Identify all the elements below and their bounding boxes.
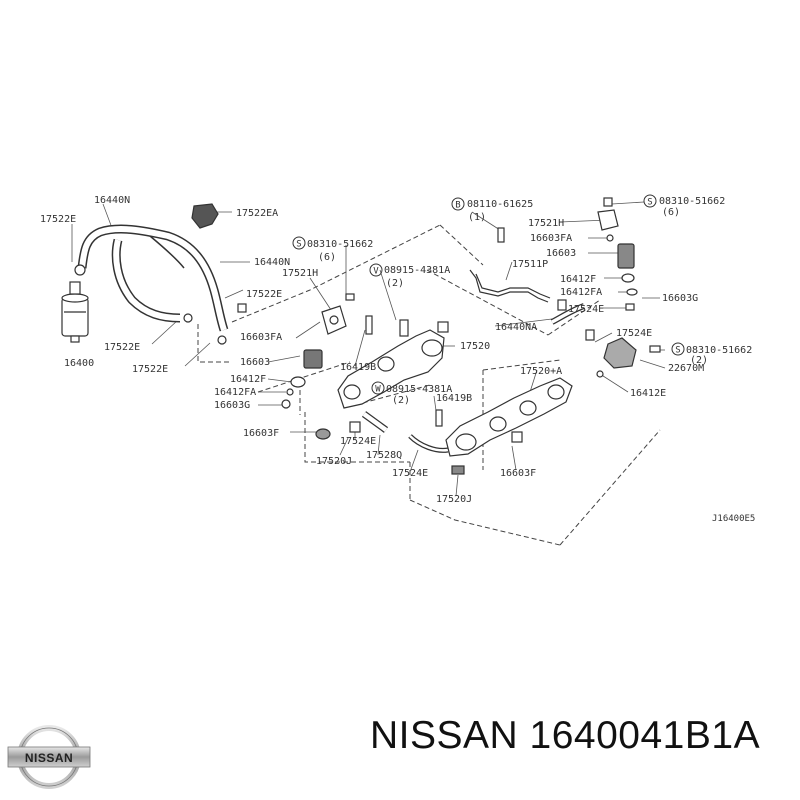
label-16603g-b: 16603G — [662, 293, 698, 304]
prefix-w-a: W — [375, 385, 381, 395]
label-16440n-top: 16440N — [94, 195, 130, 206]
diagram-code: J16400E5 — [712, 514, 755, 524]
label-17511p: 17511P — [512, 259, 548, 270]
part-number-title: NISSAN 1640041B1A — [370, 714, 761, 757]
label-16412fa-b: 16412FA — [560, 287, 602, 298]
fuel-rail-right — [445, 377, 573, 457]
logo-wordmark: NISSAN — [25, 751, 73, 765]
label-22670m: 22670M — [668, 363, 704, 374]
label-17520j-a: 17520J — [316, 456, 352, 467]
label-17522e-b: 17522E — [246, 289, 282, 300]
label-16603-a: 16603 — [240, 357, 270, 368]
label-16412e: 16412E — [630, 388, 666, 399]
label-17520: 17520 — [460, 341, 490, 352]
label-qty-2-c: (2) — [690, 355, 708, 366]
prefix-s-c: S — [675, 346, 680, 356]
label-qty-6-a: (6) — [318, 252, 336, 263]
label-08310-a: 08310-51662 — [307, 239, 373, 250]
label-qty-6-b: (6) — [662, 207, 680, 218]
label-08110: 08110-61625 — [467, 199, 533, 210]
label-08915-b: 08915-4381A — [386, 384, 452, 395]
label-16419b-b: 16419B — [436, 393, 472, 404]
label-17524e-c: 17524E — [568, 304, 604, 315]
label-qty-2-a: (2) — [386, 278, 404, 289]
label-17522e-a: 17522E — [40, 214, 76, 225]
label-17524e-a: 17524E — [340, 436, 376, 447]
label-17522ea: 17522EA — [236, 208, 278, 219]
label-08915-a: 08915-4381A — [384, 265, 450, 276]
label-16603fa-a: 16603FA — [240, 332, 282, 343]
part-labels: 16440N 17522E 17522EA 16440N 17522E 1752… — [40, 195, 755, 524]
label-17520j-b: 17520J — [436, 494, 472, 505]
label-08310-c: 08310-51662 — [686, 345, 752, 356]
prefix-markers: S V W B S S — [292, 194, 685, 395]
components — [61, 197, 661, 475]
label-16603fa-b: 16603FA — [530, 233, 572, 244]
prefix-s-b: S — [647, 198, 652, 208]
label-17524e-b: 17524E — [392, 468, 428, 479]
label-qty-2-b: (2) — [392, 395, 410, 406]
label-16400: 16400 — [64, 358, 94, 369]
label-17521h-b: 17521H — [528, 218, 564, 229]
label-16603f-b: 16603F — [500, 468, 536, 479]
label-16412fa-a: 16412FA — [214, 387, 256, 398]
prefix-s-a: S — [296, 240, 301, 250]
fuel-filter — [61, 281, 89, 343]
label-17522e-d: 17522E — [132, 364, 168, 375]
label-16603g-a: 16603G — [214, 400, 250, 411]
label-16412f-b: 16412F — [560, 274, 596, 285]
hoses — [77, 224, 586, 453]
label-08310-b: 08310-51662 — [659, 196, 725, 207]
leader-lines — [71, 201, 666, 497]
label-16419b-a: 16419B — [340, 362, 376, 373]
prefix-b-a: B — [455, 201, 460, 211]
label-17524e-d: 17524E — [616, 328, 652, 339]
label-17520a: 17520+A — [520, 366, 562, 377]
nissan-logo: NISSAN — [7, 725, 91, 789]
label-16603-b: 16603 — [546, 248, 576, 259]
prefix-v-a: V — [373, 267, 379, 277]
label-17528q: 17528Q — [366, 450, 402, 461]
label-qty-1: (1) — [468, 212, 486, 223]
label-16603f-a: 16603F — [243, 428, 279, 439]
label-17522e-c: 17522E — [104, 342, 140, 353]
dashed-boundaries — [197, 224, 661, 546]
label-16440n-b: 16440N — [254, 257, 290, 268]
label-16440na: 16440NA — [495, 322, 537, 333]
label-17521h-a: 17521H — [282, 268, 318, 279]
label-16412f-a: 16412F — [230, 374, 266, 385]
fuel-rail-left — [337, 319, 449, 409]
